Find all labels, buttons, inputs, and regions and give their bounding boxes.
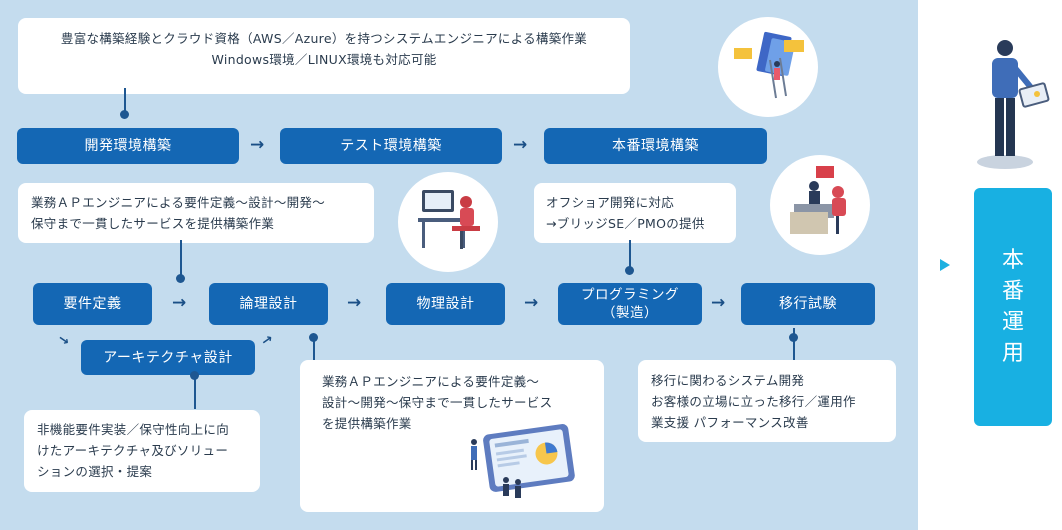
migration-connector-dot (789, 333, 798, 342)
infra-connector-dot (120, 110, 129, 119)
step-programming-line2: （製造） (602, 305, 658, 321)
documents-ladder-illustration (734, 31, 804, 99)
offshore-note-line1: オフショア開発に対応 (546, 195, 675, 210)
step-dev-env: 開発環境構築 (17, 128, 239, 164)
upper-note-line2: 保守まで一貫したサービスを提供構築作業 (31, 216, 275, 231)
architecture-note-line2: けたアーキテクチャ及びソリュー (37, 443, 229, 458)
arrow-req-to-logical: → (172, 293, 187, 313)
production-operation-char-3: 運 (1001, 310, 1024, 335)
upper-note-connector (180, 240, 182, 278)
offshore-note-line2: →ブリッジSE／PMOの提供 (546, 216, 705, 231)
migration-connector (793, 328, 795, 366)
upper-note: 業務ＡＰエンジニアによる要件定義～設計～開発～ 保守まで一貫したサービスを提供構… (18, 183, 374, 243)
infra-note: 豊富な構築経験とクラウド資格（AWS／Azure）を持つシステムエンジニアによる… (18, 18, 630, 94)
production-operation-char-1: 本 (1001, 248, 1024, 273)
production-operation: 本 番 運 用 (974, 188, 1052, 426)
person-with-tablet-illustration (977, 40, 1050, 169)
infra-note-line1: 豊富な構築経験とクラウド資格（AWS／Azure）を持つシステムエンジニアによる… (60, 31, 588, 46)
step-prod-env: 本番環境構築 (544, 128, 767, 164)
architecture-note-line1: 非機能要件実装／保守性向上に向 (37, 422, 230, 437)
upper-note-line1: 業務ＡＰエンジニアによる要件定義～設計～開発～ (31, 195, 326, 210)
step-physical-design: 物理設計 (386, 283, 505, 325)
architecture-note-line3: ションの選択・提案 (37, 464, 153, 479)
arrow-logical-to-physical: → (347, 293, 362, 313)
meeting-illustration (790, 166, 846, 234)
step-logical-design: 論理設計 (209, 283, 328, 325)
upper-note-connector-dot (176, 274, 185, 283)
production-operation-char-4: 用 (1001, 341, 1024, 366)
engineer-at-desk-illustration (418, 190, 480, 249)
offshore-connector (629, 240, 631, 270)
infra-note-line2: Windows環境／LINUX環境も対応可能 (211, 52, 437, 67)
infra-connector (124, 88, 126, 114)
design-note-connector (313, 337, 315, 369)
arrow-programming-to-migration: → (711, 293, 726, 313)
design-note-line3: を提供構築作業 (322, 416, 412, 431)
architecture-connector-dot (190, 371, 199, 380)
step-requirements: 要件定義 (33, 283, 152, 325)
arrow-physical-to-programming: → (524, 293, 539, 313)
tablet-document-illustration (471, 424, 575, 498)
offshore-note: オフショア開発に対応 →ブリッジSE／PMOの提供 (534, 183, 736, 243)
migration-note: 移行に関わるシステム開発 お客様の立場に立った移行／運用作 業支援 パフォーマン… (638, 360, 896, 442)
design-note-connector-dot (309, 333, 318, 342)
design-note-line2: 設計～開発～保守まで一貫したサービス (322, 395, 553, 410)
production-operation-char-2: 番 (1001, 279, 1024, 304)
migration-note-line3: 業支援 パフォーマンス改善 (651, 415, 809, 430)
step-test-env: テスト環境構築 (280, 128, 502, 164)
arrow-dev-to-test: → (250, 135, 265, 155)
migration-note-line1: 移行に関わるシステム開発 (651, 373, 805, 388)
migration-note-line2: お客様の立場に立った移行／運用作 (651, 394, 856, 409)
step-architecture-design: アーキテクチャ設計 (81, 340, 255, 375)
step-programming: プログラミング （製造） (558, 283, 702, 325)
architecture-connector (194, 375, 196, 409)
design-note-line1: 業務ＡＰエンジニアによる要件定義～ (322, 374, 540, 389)
step-migration-test: 移行試験 (741, 283, 875, 325)
arrow-test-to-prod: → (513, 135, 528, 155)
architecture-note: 非機能要件実装／保守性向上に向 けたアーキテクチャ及びソリュー ションの選択・提… (24, 410, 260, 492)
final-arrow (940, 259, 950, 271)
offshore-connector-dot (625, 266, 634, 275)
step-programming-line1: プログラミング (581, 287, 679, 303)
